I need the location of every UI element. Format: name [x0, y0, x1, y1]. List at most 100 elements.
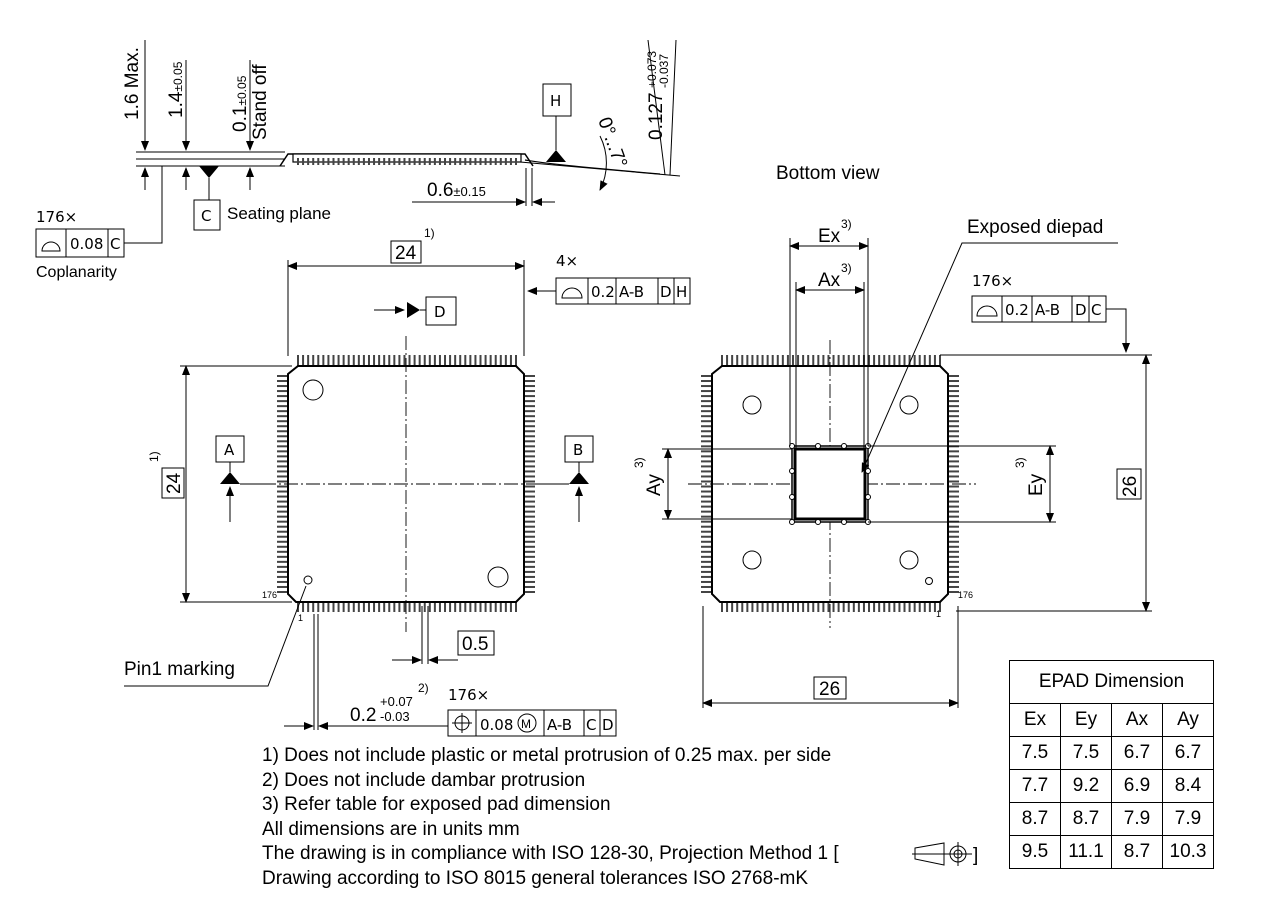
foot-length-label: 0.6	[427, 180, 453, 201]
lead	[761, 355, 764, 366]
ax-label: Ax	[818, 270, 841, 291]
lead	[277, 585, 288, 588]
lead	[277, 505, 288, 508]
lead	[277, 545, 288, 548]
lead	[857, 355, 860, 366]
lead-thickness-tol-plus: +0.073	[645, 51, 659, 88]
lead	[515, 602, 517, 612]
lead	[933, 602, 936, 612]
lead	[948, 555, 959, 558]
lead	[873, 602, 876, 612]
lead	[454, 355, 457, 366]
lead	[948, 591, 959, 593]
lead-width-tol-minus: -0.03	[380, 709, 410, 724]
lead	[277, 555, 288, 558]
lead	[444, 158, 447, 165]
lead	[948, 455, 959, 458]
coplanarity-label: Coplanarity	[36, 264, 117, 281]
lead	[524, 455, 535, 458]
lead	[766, 602, 769, 612]
lead-width-tol-plus: +0.07	[380, 694, 413, 709]
lead	[307, 602, 310, 612]
bottom-pin-176-label: 176	[958, 590, 973, 600]
lead	[524, 480, 535, 483]
width-24-box	[390, 240, 422, 264]
height-24-note: 1)	[147, 451, 161, 462]
lead	[362, 355, 365, 366]
lead	[449, 355, 452, 366]
lead	[524, 410, 535, 413]
lead	[898, 602, 901, 612]
lead	[398, 355, 401, 366]
lead	[362, 158, 365, 165]
bottom-ejector-br	[899, 550, 919, 570]
ay-label: Ay	[644, 474, 665, 496]
lead	[337, 602, 340, 612]
lead	[277, 515, 288, 518]
seating-plane-label: Seating plane	[227, 204, 331, 223]
flatness-ref-ab: A-B	[619, 283, 644, 301]
lead	[756, 355, 759, 366]
lead	[701, 395, 712, 398]
table-cell: 7.9	[1162, 802, 1214, 836]
lead	[701, 480, 712, 483]
lead	[509, 158, 512, 165]
lead	[277, 530, 288, 533]
datum-b-box	[564, 435, 594, 463]
lead	[878, 355, 881, 366]
datum-d-box	[425, 296, 457, 326]
lead	[418, 355, 421, 366]
lead	[807, 602, 810, 612]
height-24-box	[161, 467, 185, 499]
lead	[489, 158, 492, 165]
lead	[449, 602, 452, 612]
ejector-pin-top-left	[302, 379, 324, 401]
top-pin-1-label: 1	[298, 613, 303, 623]
height-26-box	[1116, 468, 1142, 500]
table-row: 7.5 7.5 6.7 6.7	[1009, 736, 1214, 770]
lead	[751, 602, 754, 612]
lead	[701, 580, 712, 583]
width-24-note: 1)	[424, 226, 435, 240]
coplanarity-ref: C	[110, 235, 120, 253]
lead	[923, 602, 926, 612]
bottom-ejector-tr	[899, 395, 919, 415]
lead	[317, 158, 320, 165]
lead	[948, 405, 959, 408]
flatness-ref-d: D	[660, 283, 672, 301]
lead	[791, 602, 794, 612]
lead	[948, 480, 959, 483]
lead	[948, 560, 959, 563]
lead	[277, 465, 288, 468]
lead	[524, 405, 535, 408]
height-max-label: 1.6 Max.	[122, 47, 143, 120]
lead	[903, 355, 906, 366]
lead	[277, 575, 288, 578]
table-cell: 6.7	[1111, 736, 1163, 770]
coplanarity-count: 176×	[36, 208, 77, 226]
lead	[352, 355, 355, 366]
lead	[948, 525, 959, 528]
datum-c-label: C	[201, 207, 211, 225]
lead	[873, 355, 876, 366]
lead	[469, 158, 472, 165]
lead	[357, 158, 360, 165]
height-body-tolerance: ±0.05	[171, 61, 185, 91]
lead	[413, 355, 416, 366]
lead	[342, 158, 345, 165]
lead	[948, 410, 959, 413]
lead	[939, 602, 941, 612]
lead	[948, 495, 959, 498]
lead	[524, 420, 535, 423]
lead	[413, 158, 416, 165]
ey-note: 3)	[1013, 457, 1027, 468]
lead	[736, 602, 739, 612]
position-ref-ab: A-B	[547, 716, 572, 734]
lead	[893, 355, 896, 366]
width-24-label: 24	[395, 243, 417, 264]
lead	[373, 355, 376, 366]
lead	[948, 430, 959, 433]
lead	[373, 602, 376, 612]
lead	[509, 602, 512, 612]
lead	[726, 602, 729, 612]
